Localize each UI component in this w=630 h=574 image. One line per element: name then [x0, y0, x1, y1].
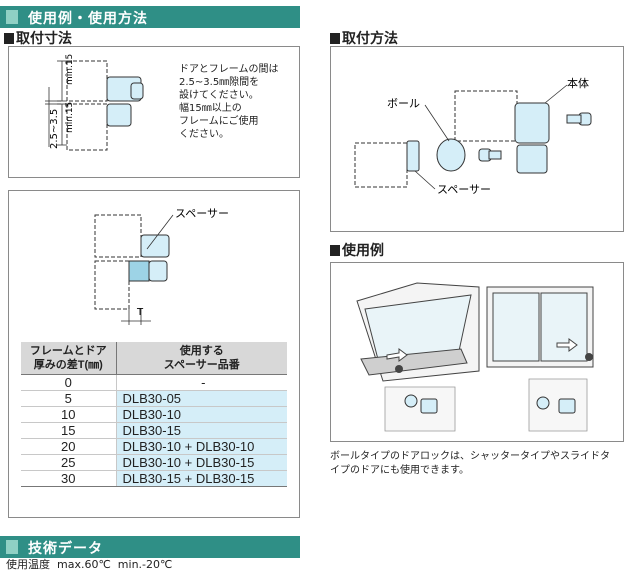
body-label: 本体 [567, 76, 589, 90]
table-row: 0- [21, 374, 287, 391]
mounting-method-diagram: 本体 ボール スペーサー [354, 76, 592, 196]
usage-example-caption: ボールタイプのドアロックは、シャッタータイプやスライドタ イプのドアにも使用でき… [330, 451, 610, 476]
banner-marker [6, 540, 18, 554]
spacer-label: スペーサー [437, 183, 491, 196]
dim-t-label: T [136, 307, 144, 318]
heading-mounting-method: 取付方法 [330, 28, 398, 48]
panel-usage-example [330, 262, 624, 442]
banner-title: 使用例・使用方法 [28, 11, 148, 27]
col-header-thickness-diff: フレームとドア 厚みの差T(㎜) [21, 342, 117, 375]
tech-data-title: 技術データ [28, 541, 103, 557]
dimension-diagram: min.15 min.15 2.5~3.5 [45, 54, 144, 151]
operating-temperature: 使用温度 max.60℃ min.-20℃ [6, 558, 173, 571]
dim-min15-top-label: min.15 [65, 54, 75, 85]
heading-mounting-dimensions: 取付寸法 [4, 28, 72, 48]
mounting-note: ドアとフレームの間は 2.5~3.5㎜隙間を 設けてください。 幅15㎜以上の … [179, 64, 279, 140]
dim-min15-bottom-label: min.15 [65, 102, 75, 133]
section-banner-tech-data: 技術データ [0, 536, 300, 558]
ball-label: ボール [387, 97, 420, 110]
panel-mounting-dimensions: min.15 min.15 2.5~3.5 ドアとフレームの間は 2.5~3.5… [8, 46, 300, 178]
heading-usage-example: 使用例 [330, 240, 384, 260]
table-header-row: フレームとドア 厚みの差T(㎜) 使用する スペーサー品番 [21, 342, 287, 375]
banner-marker [6, 10, 18, 24]
panel-mounting-method: 本体 ボール スペーサー [330, 46, 624, 232]
heading-square-icon [330, 245, 340, 256]
dim-gap-label: 2.5~3.5 [49, 109, 60, 149]
col-header-spacer-part: 使用する スペーサー品番 [116, 342, 287, 375]
panel-spacer-table: T スペーサー フレームとドア 厚みの差T(㎜) 使用する スペーサー品番 0-… [8, 190, 300, 518]
spacer-diagram: T スペーサー [94, 207, 229, 325]
heading-square-icon [330, 33, 340, 44]
heading-square-icon [4, 33, 14, 44]
spacer-callout-label: スペーサー [175, 207, 229, 220]
section-banner-usage: 使用例・使用方法 [0, 6, 300, 28]
usage-example-illustration [356, 282, 594, 432]
